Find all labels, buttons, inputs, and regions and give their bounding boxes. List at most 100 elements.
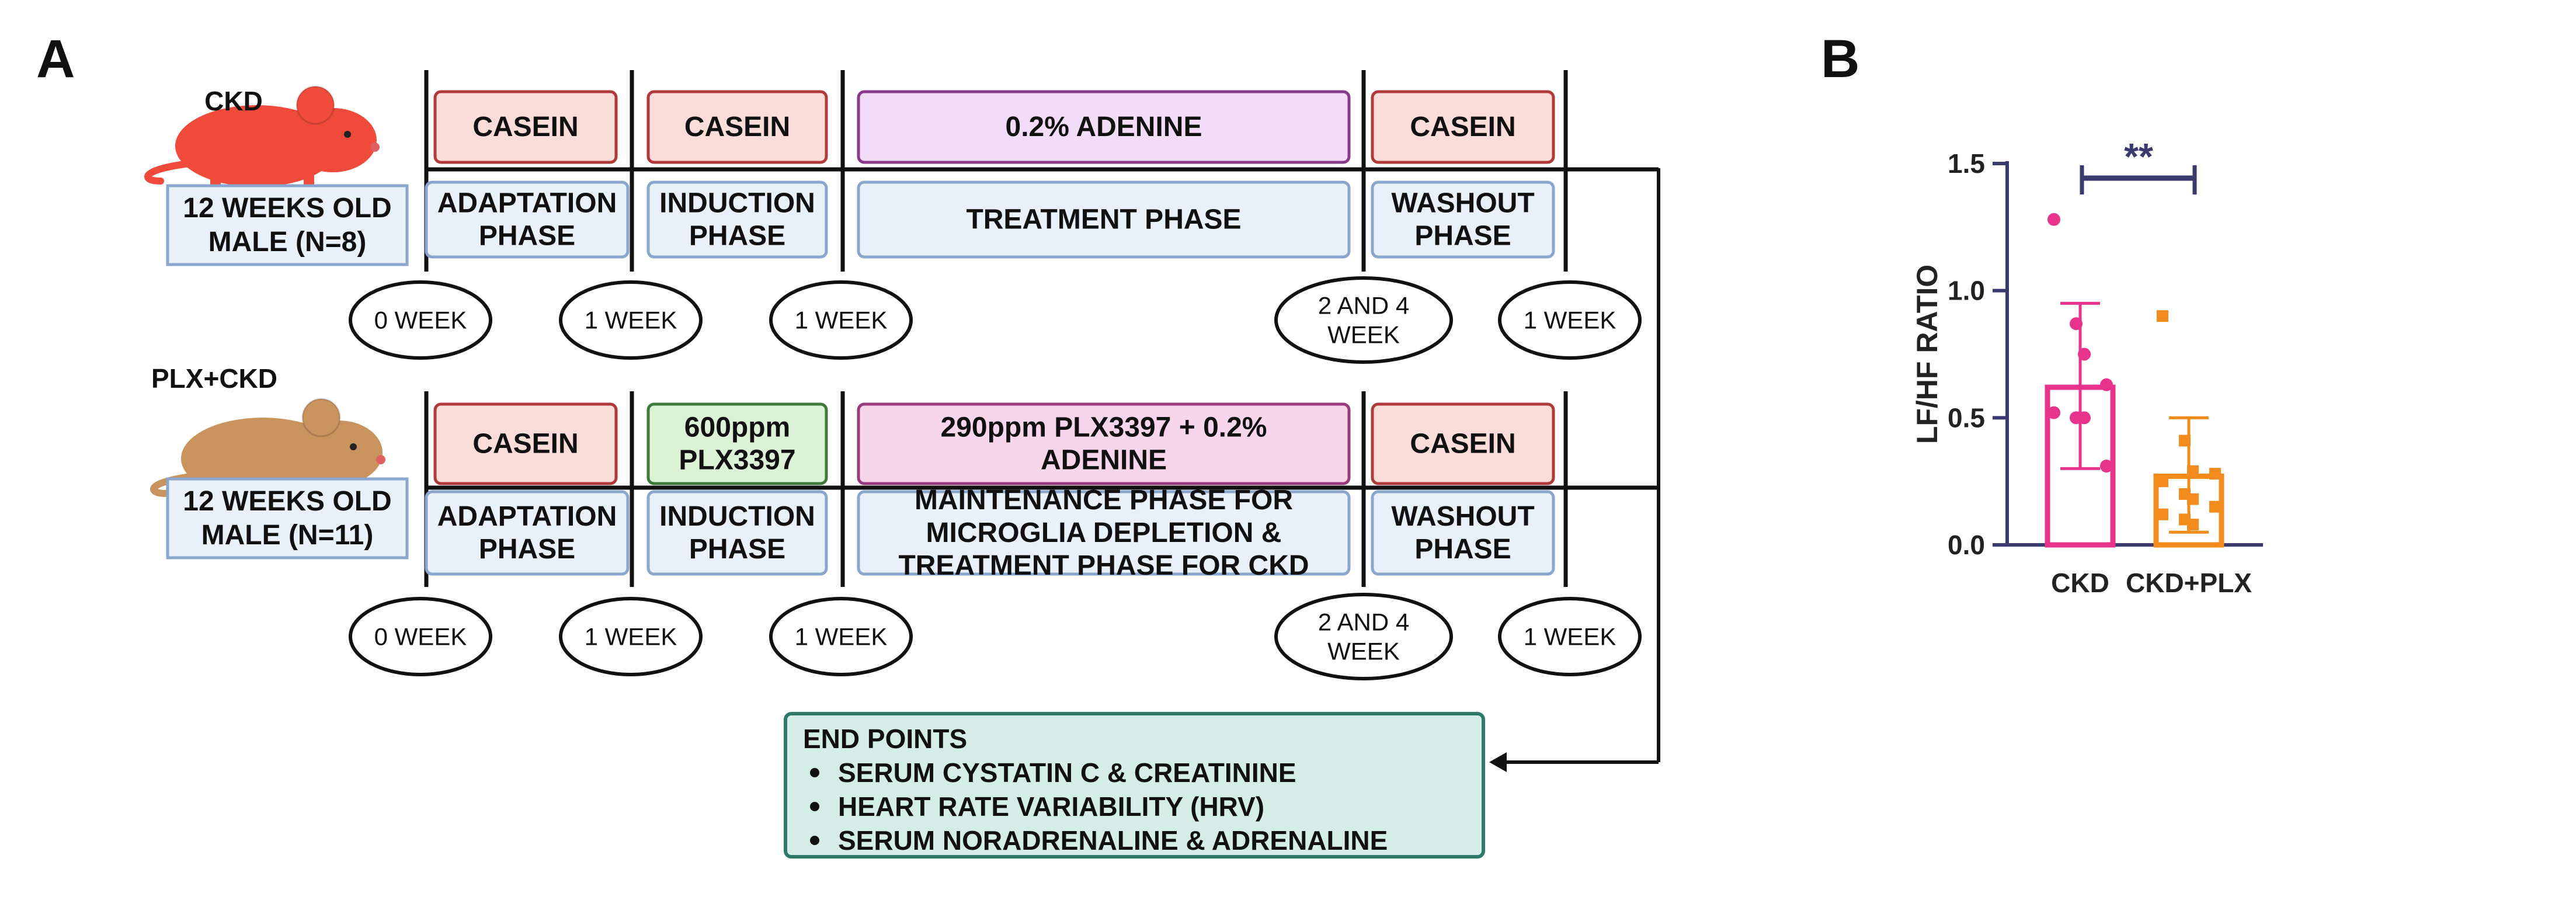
week-label: WEEK [1327,638,1400,665]
week-label: 1 WEEK [585,307,677,334]
phase-box [1371,490,1555,576]
phase-label: PHASE [479,221,575,252]
endpoint-item: SERUM NORADRENALINE & ADRENALINE [838,825,1388,856]
diet-box [857,402,1351,485]
diet-label: 0.2% ADENINE [1006,112,1202,143]
week-oval [559,280,703,360]
data-point [2070,317,2083,331]
panel-b-letter: B [1821,29,1859,89]
week-oval [1274,593,1453,680]
age-text: MALE (N=8) [208,227,367,258]
endpoints-frame [784,712,1485,859]
mouse-nose [376,455,385,464]
phase-label: PHASE [1414,221,1511,252]
endpoint-item: HEART RATE VARIABILITY (HRV) [838,791,1264,822]
diet-label: CASEIN [684,112,790,143]
series-ckd-plx [2153,310,2224,548]
phase-label: ADAPTATION [437,501,617,532]
data-point [2100,460,2113,473]
bullet-icon [810,768,819,777]
y-tick-label: 1.5 [1948,148,1985,179]
diet-label: ADENINE [1041,445,1167,476]
x-tick-label: CKD+PLX [2126,568,2252,598]
phase-label: MAINTENANCE PHASE FOR [915,485,1293,516]
diet-label: CASEIN [472,429,578,460]
diet-box [433,90,618,164]
week-label: 0 WEEK [374,623,467,651]
week-oval [1498,597,1642,676]
phase-label: ADAPTATION [437,188,617,219]
mouse-icon [144,85,380,192]
phase-label: PHASE [1414,534,1511,565]
endpoints-title: END POINTS [803,724,967,754]
endpoint-item: SERUM CYSTATIN C & CREATININE [838,757,1296,788]
week-oval [769,597,913,676]
significance-bracket: ** [2080,135,2197,194]
y-tick-label: 1.0 [1948,276,1985,306]
mouse-ear [301,398,341,437]
data-point [2100,378,2113,391]
group-label: CKD [204,86,263,116]
week-label: 1 WEEK [585,623,677,651]
phase-label: PHASE [689,534,785,565]
week-oval [1274,276,1453,364]
group-label: PLX+CKD [151,363,277,394]
phase-box [857,490,1351,576]
diet-label: 600ppm [684,412,790,443]
data-point [2209,501,2221,513]
data-point [2187,519,2199,531]
series-ckd [2045,213,2116,548]
week-oval [349,280,492,360]
diet-box [646,402,828,485]
phase-label: MICROGLIA DEPLETION & [926,517,1282,548]
mouse-ear [296,85,335,125]
phase-box [646,180,828,259]
week-oval [559,597,703,676]
phase-label: PHASE [689,221,785,252]
diet-box [857,90,1351,164]
diet-label: CASEIN [1410,429,1515,460]
y-tick-label: 0.5 [1948,402,1985,433]
mouse-eye [344,131,351,138]
week-oval [1498,280,1642,360]
week-oval [769,280,913,360]
diet-label: CASEIN [472,112,578,143]
phase-box [1371,180,1555,259]
phase-label: TREATMENT PHASE [966,204,1241,235]
data-point [2157,475,2168,488]
phase-box [425,490,630,576]
phase-label: INDUCTION [659,501,815,532]
diet-box [1371,402,1555,485]
phase-label: INDUCTION [659,188,815,219]
phase-label: PHASE [479,534,575,565]
diet-label: 290ppm PLX3397 + 0.2% [941,412,1267,443]
data-point [2078,411,2091,425]
diet-label: CASEIN [1410,112,1515,143]
week-label: 1 WEEK [1524,623,1616,651]
data-point [2179,435,2191,447]
week-label: 1 WEEK [1524,307,1616,334]
panel-a-letter: A [36,29,75,89]
bullet-icon [810,802,819,811]
age-text: MALE (N=11) [201,520,374,551]
bullet-icon [810,836,819,845]
phase-box [425,180,630,259]
mouse-head [295,420,383,485]
data-point [2187,493,2199,505]
data-point [2078,347,2091,361]
phase-box [857,180,1351,259]
diet-label: PLX3397 [679,445,795,476]
mouse-eye [350,443,357,450]
study-design-diagram: CKD 12 WEEKS OLD MALE (N=8) CASEIN CASEIN 0.2… [144,70,1660,859]
data-point [2047,406,2060,419]
age-text: 12 WEEKS OLD [183,486,391,517]
diet-box [646,90,828,164]
y-tick-label: 0.0 [1948,530,1985,560]
phase-label: WASHOUT [1391,501,1534,532]
data-point [2209,468,2221,480]
data-point [2157,508,2168,520]
